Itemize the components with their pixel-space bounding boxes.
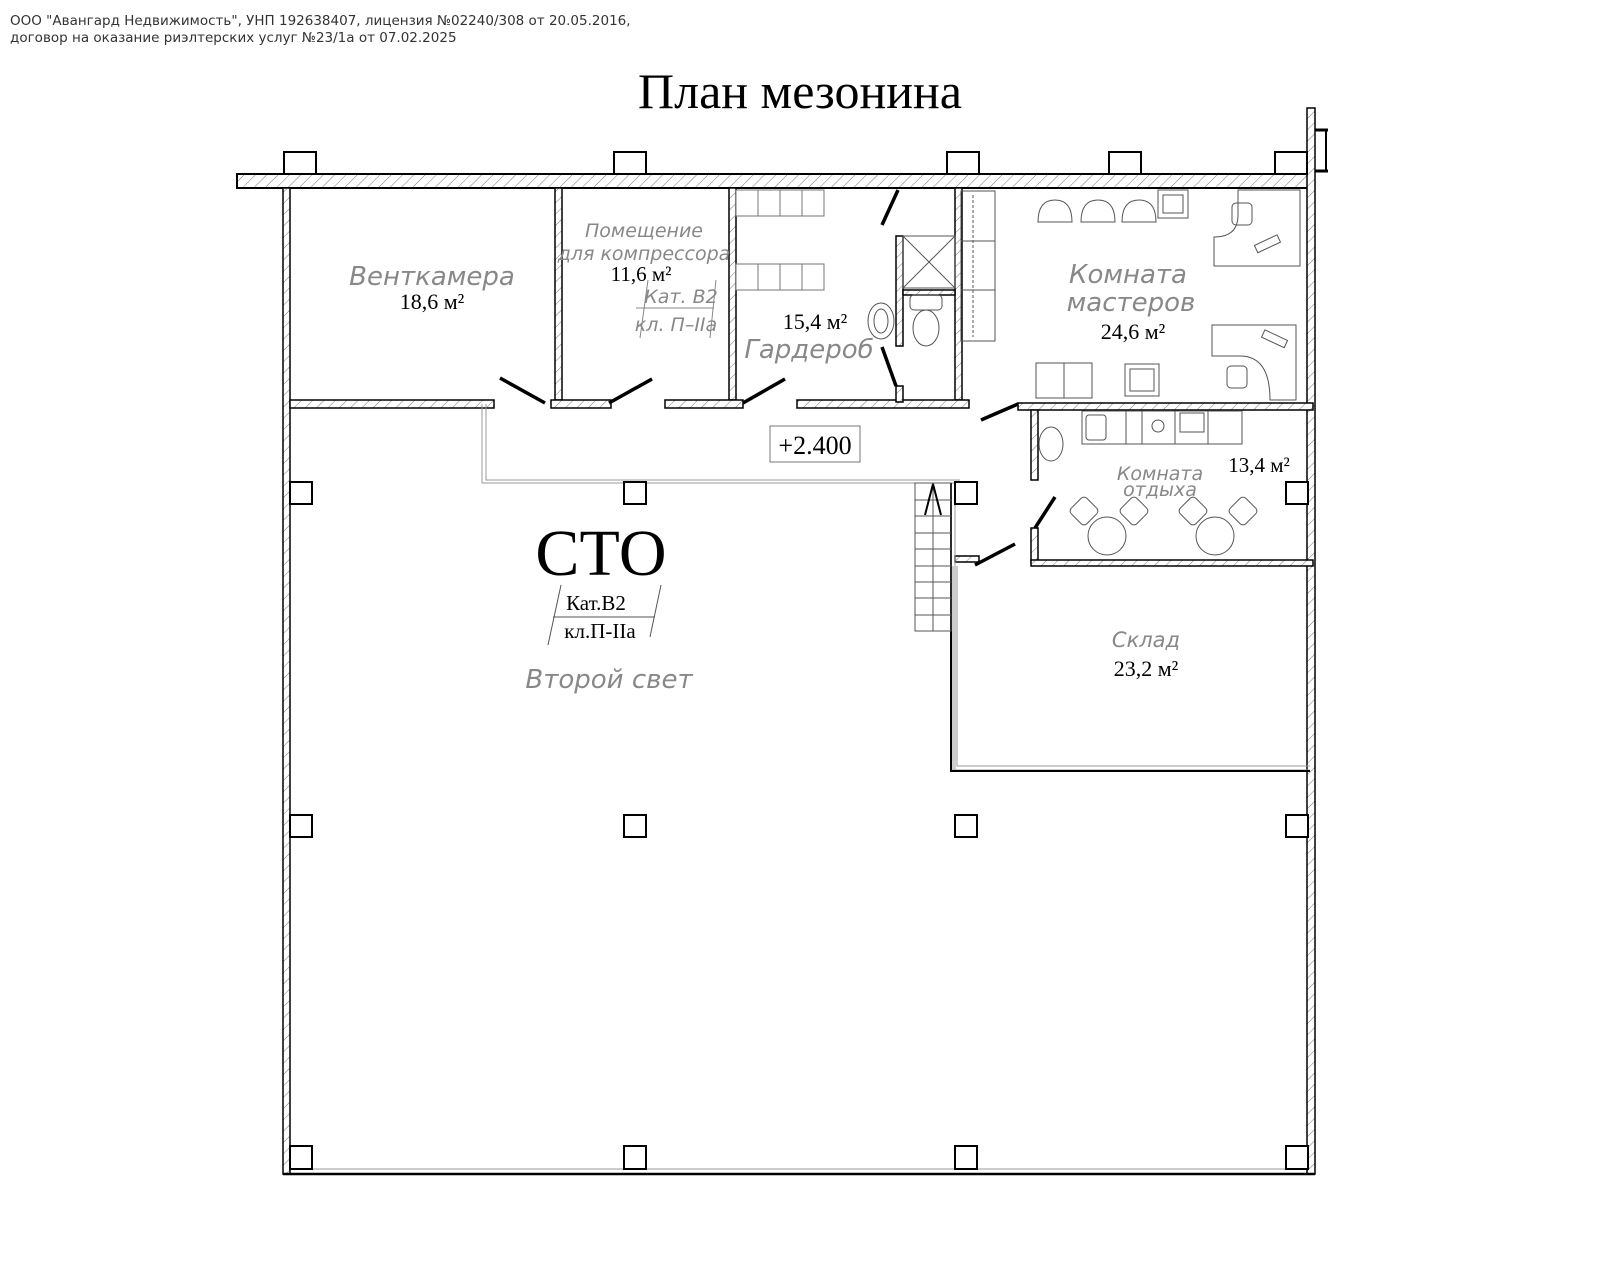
room-compressor: Помещение для компрессора 11,6 м² Кат. В… <box>557 220 731 339</box>
masters-room-furniture <box>960 189 1301 401</box>
room-name: СТО <box>535 517 666 590</box>
columns-top <box>283 151 1308 175</box>
room-name-line1: Комната <box>1069 260 1187 290</box>
room-name-line1: Помещение <box>585 220 703 242</box>
room-area: 18,6 м² <box>400 289 465 314</box>
room-rest: Комната отдыха 13,4 м² <box>1117 453 1290 501</box>
plan-title: План мезонина <box>638 63 962 119</box>
level-mark-value: +2.400 <box>778 431 851 460</box>
fire-category: Кат.В2 <box>566 591 626 615</box>
room-sklad: Склад 23,2 м² <box>1112 628 1180 681</box>
room-name: Венткамера <box>349 262 515 292</box>
rest-room-furniture <box>1038 410 1258 556</box>
fire-class: кл. П–IIа <box>635 314 717 336</box>
exterior-wall-top <box>236 173 1314 189</box>
staircase <box>914 482 952 632</box>
bathroom-fixtures <box>867 235 956 347</box>
exterior-wall-right <box>1306 107 1328 1175</box>
fire-class: кл.П-IIа <box>564 619 636 643</box>
exterior-wall-left <box>282 187 291 1175</box>
fire-category: Кат. В2 <box>644 286 717 308</box>
wardrobe-shelves <box>735 189 825 291</box>
room-area: 11,6 м² <box>611 262 672 286</box>
license-line-1: ООО "Авангард Недвижимость", УНП 1926384… <box>10 13 631 29</box>
room-area: 13,4 м² <box>1228 453 1290 477</box>
interior-walls <box>289 187 1314 567</box>
room-name-line1: Комната <box>1117 463 1203 485</box>
columns-interior <box>289 481 1309 1170</box>
room-area: 24,6 м² <box>1101 319 1166 344</box>
room-name-line2: для компрессора <box>557 243 731 265</box>
level-mark: +2.400 <box>769 425 861 463</box>
room-area: 15,4 м² <box>783 309 848 334</box>
room-name-line2: отдыха <box>1123 479 1197 501</box>
room-name: Гардероб <box>744 335 873 365</box>
company-license-note: ООО "Авангард Недвижимость", УНП 1926384… <box>10 13 631 47</box>
room-name: Склад <box>1112 628 1180 652</box>
room-ventkamera: Венткамера 18,6 м² <box>349 262 515 314</box>
room-garderob: 15,4 м² Гардероб <box>744 309 873 365</box>
room-note: Второй свет <box>525 665 693 695</box>
doors <box>499 189 1057 567</box>
room-sto: СТО Кат.В2 кл.П-IIа Второй свет <box>525 517 693 695</box>
room-area: 23,2 м² <box>1114 656 1179 681</box>
room-masters: Комната мастеров 24,6 м² <box>1067 260 1196 344</box>
license-line-2: договор на оказание риэлтерских услуг №2… <box>10 30 457 46</box>
room-name-line2: мастеров <box>1067 288 1196 318</box>
